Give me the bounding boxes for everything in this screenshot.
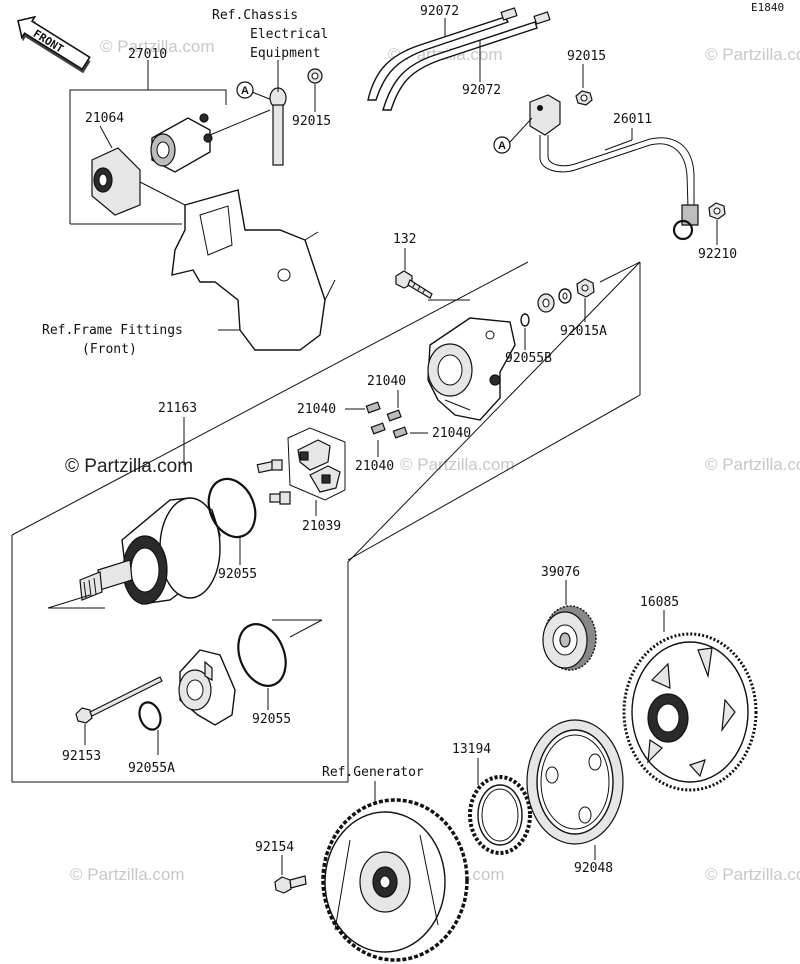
nut-92210 (708, 202, 726, 220)
callout-a-marker (236, 81, 254, 99)
callout-a-label: A (241, 85, 249, 97)
part-label-92055A: 92055A (128, 761, 175, 776)
part-label-21064: 21064 (85, 111, 124, 126)
bolt-132 (395, 270, 433, 299)
one-way-clutch-13194 (468, 775, 532, 855)
ref-chassis-line3: Equipment (250, 46, 320, 61)
brush-springs: 21040 21040 21040 21040 (297, 374, 471, 474)
watermark: © Partzilla.com (705, 45, 800, 64)
callout-a-marker-cable (493, 136, 511, 154)
part-label-92015-left: 92015 (292, 114, 331, 129)
part-label-92055-upper: 92055 (218, 567, 257, 582)
solenoid-group: 27010 21064 A (69, 47, 331, 225)
ref-frame-line1: Ref.Frame Fittings (42, 323, 183, 338)
part-label-92015A: 92015A (560, 324, 607, 339)
watermark: © Partzilla.com (70, 865, 185, 884)
part-label-21040-top: 21040 (367, 374, 406, 389)
part-label-26011: 26011 (613, 112, 652, 127)
callout-a-label-cable: A (498, 140, 506, 152)
terminal-hardware (520, 278, 595, 327)
starter-front-cover (178, 649, 236, 726)
o-ring-92055A (138, 701, 162, 731)
clutch-housing-92048 (526, 719, 624, 845)
part-label-39076: 39076 (541, 565, 580, 580)
starter-solenoid (150, 113, 213, 173)
part-label-21039: 21039 (302, 519, 341, 534)
part-label-92055-lower: 92055 (252, 712, 291, 727)
idler-gear-39076 (542, 605, 597, 671)
ref-chassis-line2: Electrical (250, 27, 328, 42)
part-label-132: 132 (393, 232, 416, 247)
part-label-92048: 92048 (574, 861, 613, 876)
part-label-92072-top: 92072 (420, 4, 459, 19)
part-label-27010: 27010 (128, 47, 167, 62)
solenoid-boot (91, 147, 141, 216)
nut-92015-right (575, 90, 593, 106)
generator-rotor (321, 798, 469, 962)
starter-cable: 92015 A 26011 92210 (493, 49, 737, 262)
diagram-code: E1840 (751, 1, 784, 14)
part-label-21040-right: 21040 (432, 426, 471, 441)
part-label-21040-left: 21040 (297, 402, 336, 417)
part-label-92153: 92153 (62, 749, 101, 764)
part-label-13194: 13194 (452, 742, 491, 757)
part-label-92210: 92210 (698, 247, 737, 262)
o-ring-92055-lower (237, 623, 287, 687)
o-ring-92055-upper (207, 477, 257, 539)
cable-terminal (269, 60, 287, 166)
cable-straps: 92072 92072 (367, 4, 551, 111)
part-label-21163: 21163 (158, 401, 197, 416)
ref-chassis-line1: Ref.Chassis (212, 8, 298, 23)
ref-frame-line2: (Front) (82, 342, 137, 357)
front-arrow-icon: FRONT (17, 15, 91, 74)
watermark: © Partzilla.com (100, 37, 215, 56)
brush-holder (256, 427, 346, 505)
starter-end-cover (427, 317, 516, 421)
part-label-92055B: 92055B (505, 351, 552, 366)
starter-gear-16085 (622, 632, 758, 792)
starter-motor (79, 497, 221, 605)
watermark: © Partzilla.com (705, 455, 800, 474)
ref-generator: Ref.Generator (322, 765, 424, 780)
bolt-92154 (274, 875, 307, 894)
frame-bracket (171, 189, 336, 351)
watermark: © Partzilla.com (400, 455, 515, 474)
part-label-92154: 92154 (255, 840, 294, 855)
through-bolt-92153 (75, 676, 163, 724)
brush-terminal-bolt (256, 459, 283, 474)
nut-92015-left (307, 68, 323, 84)
watermark: © Partzilla.com (705, 865, 800, 884)
assembly-outline (11, 261, 641, 783)
part-label-16085: 16085 (640, 595, 679, 610)
part-label-92015-right: 92015 (567, 49, 606, 64)
watermark-main: © Partzilla.com (65, 456, 193, 477)
brush-screw (269, 491, 291, 505)
part-label-92072-bottom: 92072 (462, 83, 501, 98)
part-label-21040-bottom: 21040 (355, 459, 394, 474)
